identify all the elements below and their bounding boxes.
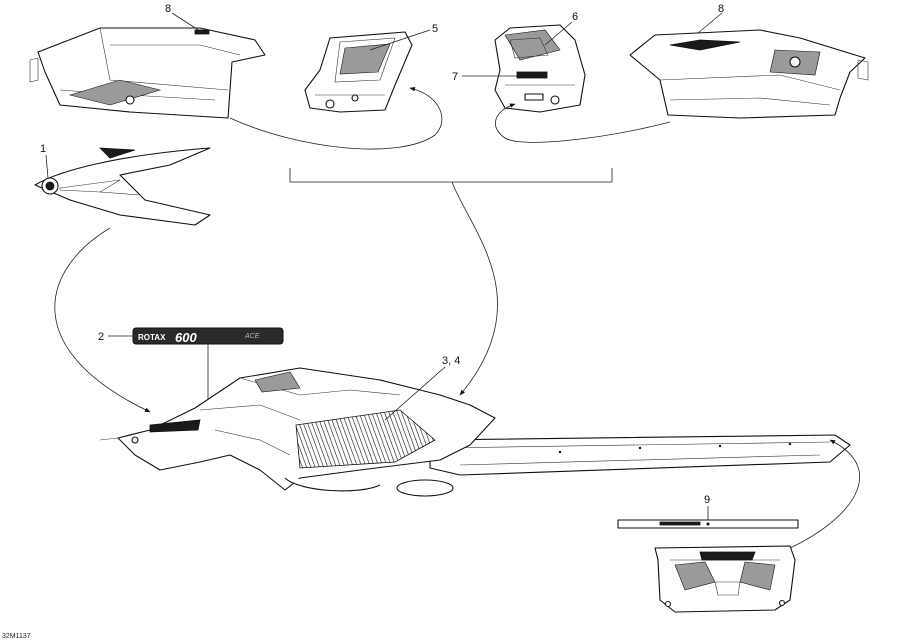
callout-7: 7	[452, 71, 458, 83]
callout-9: 9	[704, 494, 710, 506]
leader-8-right	[697, 12, 723, 34]
decal-suffix: ACE	[244, 333, 260, 340]
curve-flap-to-tunnel	[789, 439, 861, 549]
curve-bracket-to-body	[451, 181, 498, 396]
callout-8-right: 8	[718, 3, 724, 15]
curve-right-panels	[495, 103, 671, 143]
panel-6-7	[494, 24, 586, 113]
decal-strip-9	[617, 519, 799, 529]
left-side-panel	[29, 27, 266, 119]
leader-5	[369, 29, 431, 51]
leader-3-4	[384, 366, 446, 421]
right-side-panel	[629, 29, 869, 119]
leader-1	[45, 154, 49, 179]
callout-2: 2	[98, 331, 104, 343]
leader-6	[544, 21, 573, 46]
callout-5: 5	[432, 23, 438, 35]
callout-8-left: 8	[165, 3, 171, 15]
curve-left-panels	[229, 86, 443, 150]
decal-brand: ROTAX	[138, 333, 166, 342]
rear-flap	[654, 545, 796, 613]
callout-6: 6	[572, 11, 578, 23]
callout-3-4: 3, 4	[442, 355, 460, 367]
bracket	[289, 168, 613, 183]
snowmobile-body	[99, 367, 851, 497]
drawing-reference: 32M1137	[2, 633, 31, 640]
rotax-decal: ROTAX 600 ACE	[132, 327, 284, 345]
callout-1: 1	[40, 143, 46, 155]
curve-nose-to-body	[54, 227, 151, 413]
leader-8-left	[171, 12, 201, 32]
panel-5	[304, 31, 413, 113]
decal-model: 600	[175, 330, 197, 345]
nose-piece	[34, 147, 211, 226]
